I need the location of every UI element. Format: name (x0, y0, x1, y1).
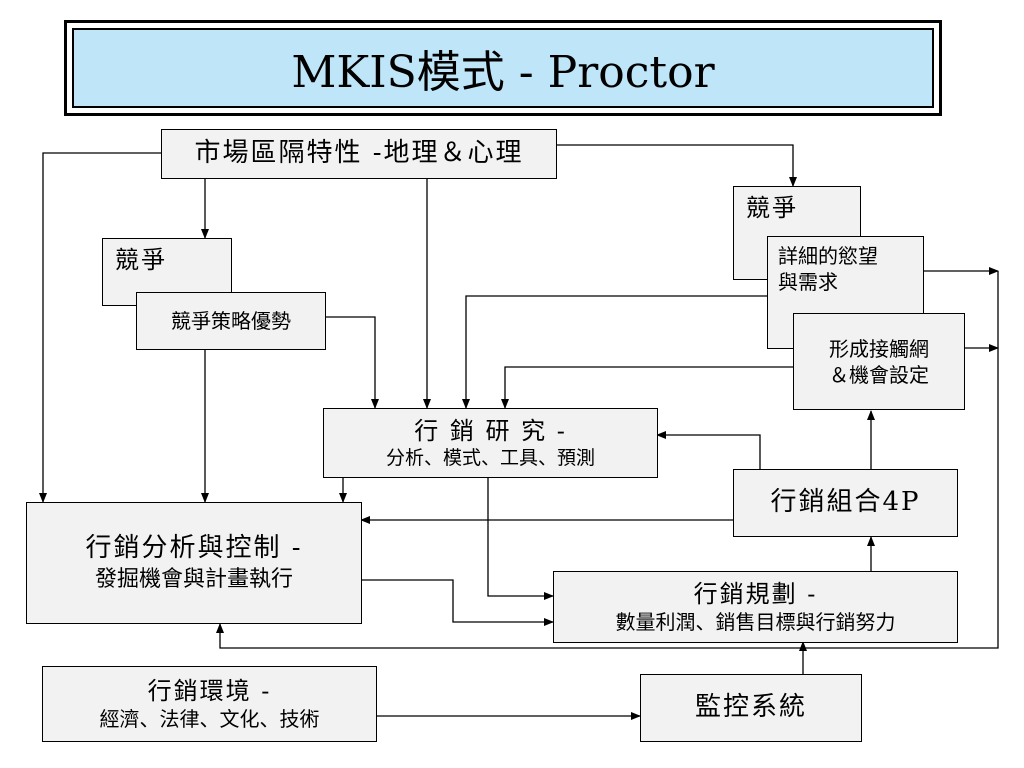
title-frame: MKIS模式 - Proctor (64, 20, 942, 116)
arrow-contact-to-research (501, 366, 793, 409)
arrow-analysis-to-planning (361, 579, 554, 626)
contact-line-1: 形成接觸網 (829, 336, 929, 361)
environment-box: 行銷環境 - 經濟、法律、文化、技術 (42, 666, 377, 742)
monitor-label: 監控系統 (694, 692, 807, 723)
mix-label: 行銷組合4P (770, 487, 921, 518)
environment-line-2: 經濟、法律、文化、技術 (99, 707, 320, 731)
planning-line-1: 行銷規劃 - (693, 580, 818, 608)
analysis-line-2: 發掘機會與計畫執行 (94, 567, 293, 593)
strategy-box: 競爭策略優勢 (136, 292, 326, 350)
strategy-label: 競爭策略優勢 (171, 309, 291, 333)
contact-line-2: ＆機會設定 (829, 362, 929, 387)
title-banner: MKIS模式 - Proctor (72, 28, 934, 108)
competition-left-label: 競爭 (115, 246, 167, 274)
mix-box: 行銷組合4P (733, 469, 958, 537)
analysis-box: 行銷分析與控制 - 發掘機會與計畫執行 (26, 502, 362, 624)
desire-line-1: 詳細的慾望 (778, 244, 878, 268)
segmentation-label: 市場區隔特性 -地理＆心理 (194, 138, 524, 169)
desire-line-2: 與需求 (778, 270, 838, 294)
page-title: MKIS模式 - Proctor (291, 47, 715, 98)
research-line-2: 分析、模式、工具、預測 (385, 446, 595, 469)
planning-line-2: 數量利潤、銷售目標與行銷努力 (615, 610, 896, 634)
arrow-research-to-planning (487, 478, 554, 600)
arrow-rail-to-analysis (216, 271, 999, 649)
planning-box: 行銷規劃 - 數量利潤、銷售目標與行銷努力 (553, 571, 958, 643)
research-line-1: 行 銷 研 究 - (414, 416, 567, 445)
arrow-desire-to-research (462, 295, 767, 409)
arrow-segmentation-to-competition-right (556, 144, 797, 187)
arrow-mix-to-research (656, 431, 761, 469)
analysis-line-1: 行銷分析與控制 - (85, 533, 303, 564)
monitor-box: 監控系統 (640, 674, 862, 742)
environment-line-1: 行銷環境 - (147, 677, 272, 705)
competition-right-label: 競爭 (746, 194, 798, 222)
arrow-segmentation-to-analysis (39, 152, 162, 503)
arrow-strategy-to-research (325, 316, 379, 409)
contact-box: 形成接觸網 ＆機會設定 (793, 313, 965, 410)
research-box: 行 銷 研 究 - 分析、模式、工具、預測 (323, 408, 658, 478)
segmentation-box: 市場區隔特性 -地理＆心理 (161, 129, 557, 179)
